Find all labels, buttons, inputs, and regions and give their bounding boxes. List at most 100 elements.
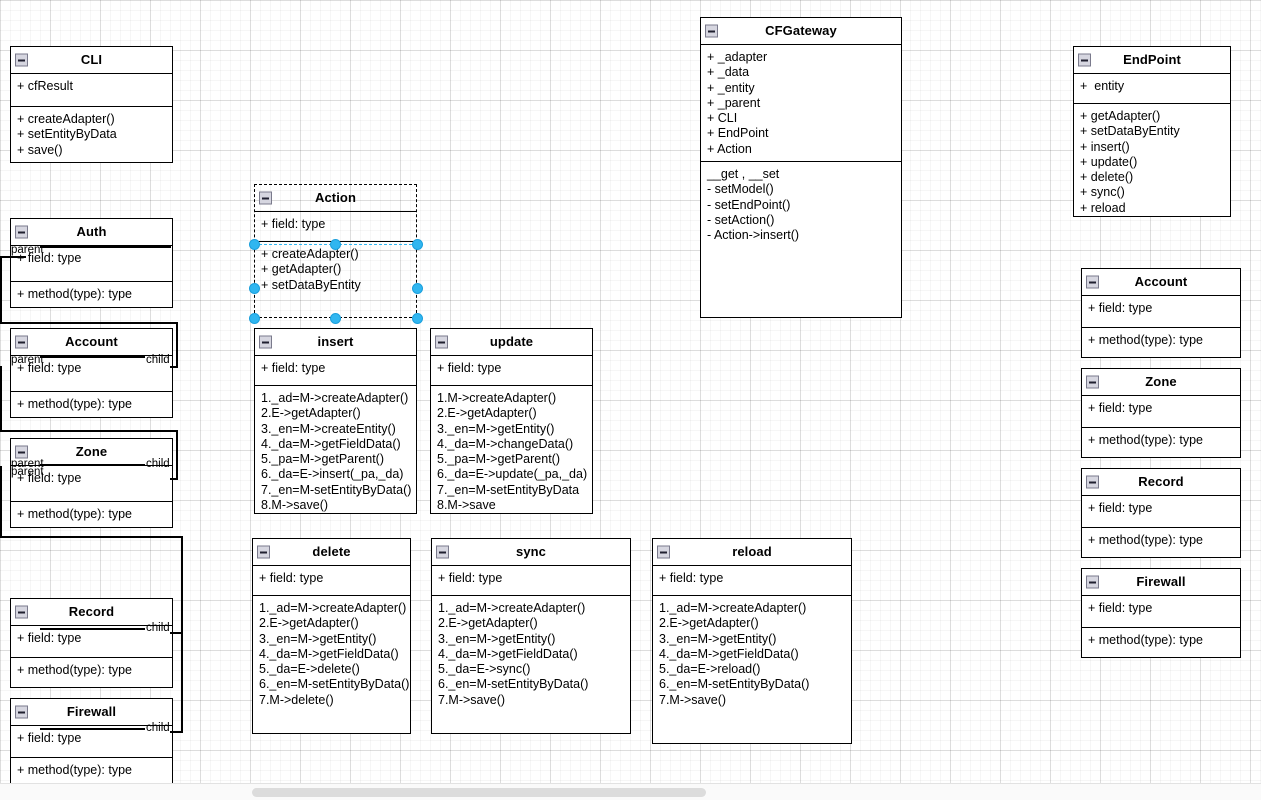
attributes-compartment: + field: type	[11, 726, 172, 758]
minimize-icon[interactable]	[15, 705, 28, 719]
minimize-icon[interactable]	[1086, 375, 1099, 389]
connector-stub	[40, 628, 145, 630]
class-title-bar: delete	[253, 539, 410, 566]
method-row: 7.M->delete()	[259, 692, 334, 707]
minimize-icon[interactable]	[1086, 275, 1099, 289]
uml-class-account-right[interactable]: Account+ field: type+ method(type): type	[1081, 268, 1241, 358]
association-label-zone-parent-b: parent	[11, 466, 44, 478]
method-row: + getAdapter()	[261, 262, 342, 277]
attribute-row: + field: type	[17, 471, 82, 485]
resize-handle-nw[interactable]	[248, 238, 260, 250]
uml-class-firewall-left[interactable]: Firewall+ field: type+ method(type): typ…	[10, 698, 173, 788]
minimize-icon[interactable]	[15, 445, 28, 459]
minimize-icon[interactable]	[259, 335, 272, 349]
minimize-icon[interactable]	[257, 545, 270, 559]
resize-handle-n[interactable]	[330, 238, 341, 250]
minimize-icon[interactable]	[657, 545, 670, 559]
minimize-icon[interactable]	[15, 53, 28, 67]
minimize-icon[interactable]	[1086, 575, 1099, 589]
class-title-bar: update	[431, 329, 592, 356]
method-row: + setEntityByData	[17, 127, 117, 142]
uml-class-sync[interactable]: sync+ field: type 1._ad=M->createAdapter(…	[431, 538, 631, 734]
method-row: 1.M->createAdapter()	[437, 391, 557, 405]
method-row: 1._ad=M->createAdapter()	[438, 601, 586, 615]
minimize-icon[interactable]	[1086, 475, 1099, 489]
connector-segment	[0, 256, 2, 324]
method-row: + method(type): type	[1088, 433, 1203, 447]
horizontal-scrollbar-thumb[interactable]	[252, 788, 707, 797]
minimize-icon[interactable]	[15, 335, 28, 349]
uml-class-account-left[interactable]: Account+ field: type+ method(type): type	[10, 328, 173, 418]
minimize-icon[interactable]	[15, 605, 28, 619]
minimize-icon[interactable]	[436, 545, 449, 559]
resize-handle-se[interactable]	[411, 312, 423, 324]
method-row: 3._en=M->createEntity()	[261, 421, 396, 436]
connector-stub	[40, 246, 171, 248]
methods-compartment: + createAdapter()+ setEntityByData+ save…	[11, 107, 172, 164]
attribute-row: + field: type	[261, 217, 326, 231]
resize-handle-w[interactable]	[248, 282, 260, 294]
method-row: + setDataByEntity	[261, 277, 361, 292]
uml-class-endpoint[interactable]: EndPoint+ entity+ getAdapter()+ setDataB…	[1073, 46, 1231, 217]
methods-compartment: + method(type): type	[11, 658, 172, 684]
method-row: 7.M->save()	[659, 692, 727, 707]
class-title-bar: sync	[432, 539, 630, 566]
uml-class-record-left[interactable]: Record+ field: type+ method(type): type	[10, 598, 173, 688]
attribute-row: + field: type	[1088, 601, 1153, 615]
resize-handle-e[interactable]	[411, 282, 423, 294]
uml-class-auth-left[interactable]: Auth+ field: type+ method(type): type	[10, 218, 173, 308]
uml-class-zone-left[interactable]: Zone+ field: type+ method(type): type	[10, 438, 173, 528]
class-title-bar: Zone	[11, 439, 172, 466]
method-row: 4._da=M->getFieldData()	[261, 436, 401, 451]
association-label-auth-parent: parent	[11, 244, 44, 256]
class-title-bar: Record	[1082, 469, 1240, 496]
uml-class-cli[interactable]: CLI+ cfResult+ createAdapter()+ setEntit…	[10, 46, 173, 163]
method-row: - setModel()	[707, 182, 774, 197]
class-name: Record	[68, 604, 115, 620]
association-label-account-child: child	[146, 354, 170, 366]
method-row: 5._pa=M->getParent()	[261, 452, 384, 466]
attribute-row: + field: type	[17, 251, 82, 265]
class-name: reload	[732, 544, 772, 560]
method-row: 6._da=E->insert(_pa,_da)	[261, 467, 404, 482]
minimize-icon[interactable]	[1078, 53, 1091, 67]
methods-compartment: 1._ad=M->createAdapter()2.E->getAdapter(…	[253, 596, 410, 714]
minimize-icon[interactable]	[259, 191, 272, 205]
attributes-compartment: + field: type	[432, 566, 630, 596]
method-row: + sync()	[1080, 185, 1125, 200]
uml-class-action[interactable]: Action+ field: type+ createAdapter()+ ge…	[254, 184, 417, 318]
connector-segment	[170, 366, 178, 368]
minimize-icon[interactable]	[435, 335, 448, 349]
class-title-bar: Firewall	[1082, 569, 1240, 596]
method-row: 6._en=M-setEntityByData()	[259, 677, 410, 692]
uml-class-firewall-right[interactable]: Firewall+ field: type+ method(type): typ…	[1081, 568, 1241, 658]
attribute-row: + field: type	[259, 571, 324, 585]
method-row: + reload	[1080, 200, 1126, 215]
resize-handle-ne[interactable]	[411, 238, 423, 250]
uml-class-delete[interactable]: delete + field: type 1._ad=M->createAdapte…	[252, 538, 411, 734]
attribute-row: + field: type	[1088, 301, 1153, 315]
uml-class-cfgateway[interactable]: CFGateway+ _adapter+ _data+ _entity+ _pa…	[700, 17, 902, 318]
class-title-bar: reload	[653, 539, 851, 566]
uml-class-zone-right[interactable]: Zone+ field: type+ method(type): type	[1081, 368, 1241, 458]
resize-handle-sw[interactable]	[248, 312, 260, 324]
methods-compartment: + method(type): type	[11, 392, 172, 418]
uml-class-record-right[interactable]: Record+ field: type+ method(type): type	[1081, 468, 1241, 558]
minimize-icon[interactable]	[15, 225, 28, 239]
method-row: 1._ad=M->createAdapter()	[259, 601, 407, 615]
methods-compartment: 1.M->createAdapter()2.E->getAdapter()3._…	[431, 386, 592, 519]
minimize-icon[interactable]	[705, 24, 718, 38]
class-name: Record	[1138, 474, 1184, 490]
attributes-compartment: + field: type	[255, 212, 416, 242]
method-row: + method(type): type	[17, 287, 132, 301]
attribute-row: + EndPoint	[707, 126, 769, 141]
class-name: EndPoint	[1123, 52, 1181, 68]
class-name: Account	[65, 334, 118, 350]
horizontal-scrollbar[interactable]	[0, 783, 1261, 800]
method-row: 2.E->getAdapter()	[438, 616, 538, 631]
resize-handle-s[interactable]	[330, 312, 341, 324]
